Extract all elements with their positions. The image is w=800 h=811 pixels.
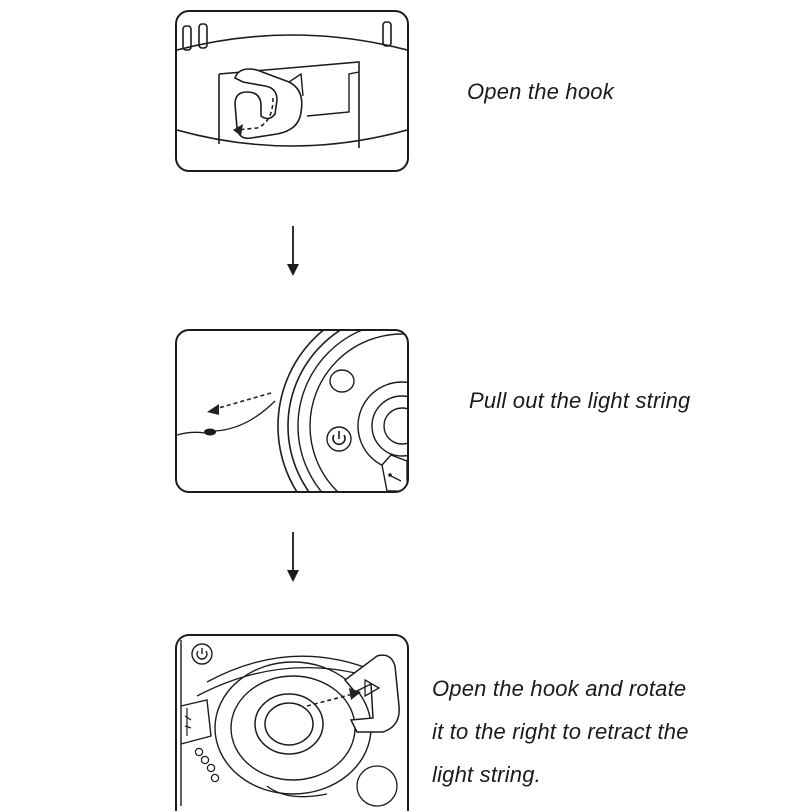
usb-icon <box>381 454 407 491</box>
step-3-caption: Open the hook and rotate it to the right… <box>432 676 689 787</box>
hook-closed-drawing <box>177 21 407 148</box>
step-2-caption: Pull out the light string <box>469 388 691 413</box>
hook-icon <box>343 654 400 733</box>
power-icon <box>191 643 213 665</box>
down-arrow-icon <box>287 532 299 582</box>
rotate-retract-drawing <box>180 640 400 807</box>
step-1-illustration <box>175 10 409 172</box>
light-string-drawing <box>177 331 407 491</box>
down-arrow-icon <box>287 226 299 276</box>
hook-icon <box>234 68 303 140</box>
power-icon <box>326 426 352 452</box>
step-3-illustration <box>175 634 409 811</box>
step-1-caption: Open the hook <box>467 79 614 104</box>
step-2-illustration <box>175 329 409 493</box>
